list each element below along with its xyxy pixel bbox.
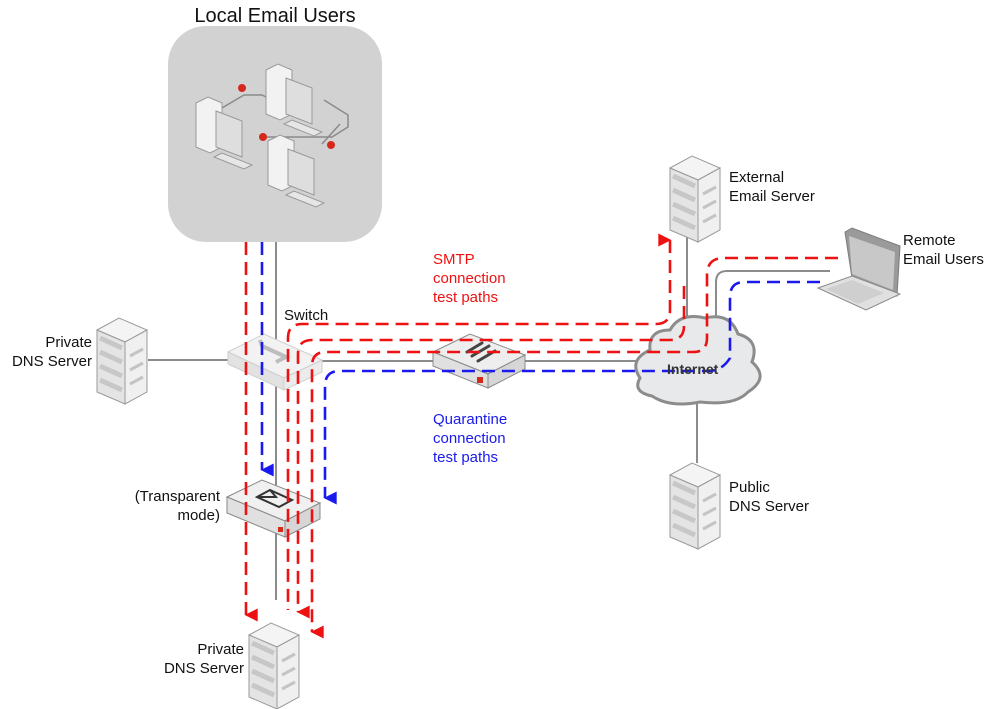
remote-users-label: Remote Email Users [903,232,984,268]
private-dns-bottom-label: Private DNS Server [163,641,244,677]
local-users-group [168,26,382,242]
mail-gateway-icon [225,479,322,538]
remote-users-laptop-icon [816,227,902,311]
local-users-computers-icon [195,63,349,208]
path-quarantine-remote-to-gateway [323,280,820,505]
link-remote-to-internet [715,270,830,320]
legend-smtp: SMTP connection test paths [433,251,506,306]
public-dns-server-icon [670,463,720,549]
firewall-icon [431,333,527,389]
path-smtp-private-to-external [286,233,672,610]
private-dns-bottom-server-icon [249,623,299,709]
transparent-mode-label: (Transparent mode) [134,488,220,524]
path-smtp-remote-to-private-dns [310,256,838,639]
external-email-server-label: External Email Server [729,169,815,205]
legend-quarantine: Quarantine connection test paths [433,411,508,466]
private-dns-left-label: Private DNS Server [11,334,92,370]
internet-label: Internet [667,361,719,377]
private-dns-left-server-icon [97,318,147,404]
external-email-server-icon [670,156,720,242]
network-links [148,235,830,600]
local-users-title: Local Email Users [194,5,356,27]
switch-label: Switch [284,307,329,324]
path-smtp-external-to-private-dns [296,286,686,619]
switch-icon [226,333,324,391]
public-dns-label: Public DNS Server [729,479,810,515]
